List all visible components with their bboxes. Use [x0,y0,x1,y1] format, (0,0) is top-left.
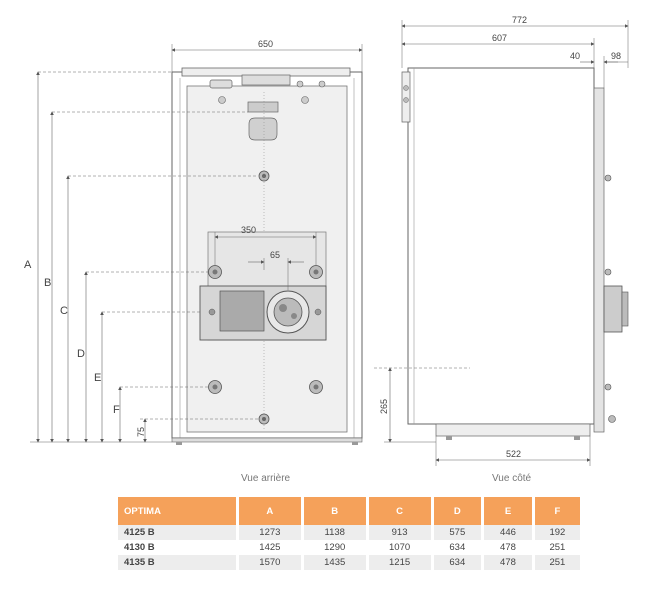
dim-65: 65 [270,250,280,260]
letter-A: A [24,259,32,271]
table-header-row: OPTIMA A B C D E F [118,497,580,525]
technical-drawing: 650 350 65 [24,15,629,466]
dim-772: 772 [512,15,527,25]
side-view: 772 607 40 98 265 522 [374,15,629,466]
header-d: D [430,497,483,525]
side-casing [407,67,595,425]
letter-D: D [77,348,85,360]
table-row: 4125 B 1273 1138 913 575 446 192 [118,525,580,540]
dim-40: 40 [570,51,580,61]
cell-value: 1290 [300,540,368,555]
side-rear-panel [593,87,605,433]
dim-98: 98 [611,51,621,61]
dim-650: 650 [258,39,273,49]
letter-F: F [113,404,120,416]
cell-value: 1435 [300,555,368,570]
cell-value: 1070 [365,540,432,555]
header-model: OPTIMA [118,497,238,525]
cell-value: 913 [365,525,432,540]
cell-value: 634 [430,555,483,570]
cell-value: 446 [481,525,534,540]
header-f: F [531,497,580,525]
rear-view-caption: Vue arrière [241,473,291,484]
cell-model: 4125 B [118,525,238,540]
cell-value: 1425 [235,540,303,555]
table-row: 4135 B 1570 1435 1215 634 478 251 [118,555,580,570]
cell-value: 251 [531,555,580,570]
cell-value: 251 [531,540,580,555]
dim-350: 350 [241,225,256,235]
dim-607: 607 [492,33,507,43]
dim-522: 522 [506,449,521,459]
letter-B: B [44,277,51,289]
side-view-caption: Vue côté [492,473,532,484]
letter-E: E [94,372,101,384]
side-burner [603,285,623,333]
cell-value: 575 [430,525,483,540]
cell-model: 4130 B [118,540,238,555]
header-e: E [481,497,534,525]
side-base [435,423,591,437]
table-row: 4130 B 1425 1290 1070 634 478 251 [118,540,580,555]
cell-value: 1215 [365,555,432,570]
cell-value: 192 [531,525,580,540]
cell-value: 1138 [300,525,368,540]
rear-view: 650 350 65 [24,39,363,445]
cell-value: 478 [481,555,534,570]
cell-value: 634 [430,540,483,555]
letter-C: C [60,305,68,317]
dimensions-table: OPTIMA A B C D E F 4125 B 1273 1138 913 … [118,497,580,570]
cell-value: 1273 [235,525,303,540]
dim-75: 75 [136,427,146,437]
header-b: B [300,497,368,525]
cell-value: 1570 [235,555,303,570]
header-a: A [235,497,303,525]
cell-value: 478 [481,540,534,555]
header-c: C [365,497,432,525]
dim-265: 265 [379,399,389,414]
cell-model: 4135 B [118,555,238,570]
